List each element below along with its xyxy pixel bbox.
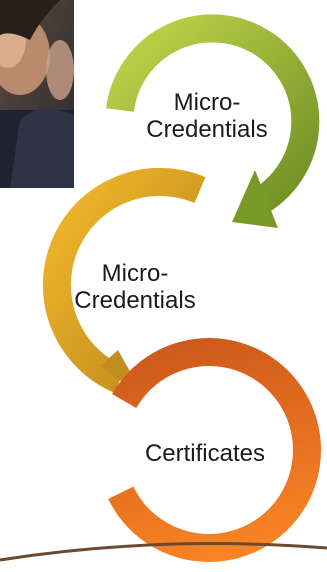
step-1-label: Micro- Credentials	[146, 89, 268, 143]
arrow-head-1	[232, 170, 278, 228]
cycle-ring-1	[106, 14, 320, 228]
decorative-divider	[0, 542, 327, 562]
step-2-label: Micro- Credentials	[74, 260, 196, 314]
cycle-ring-3	[97, 338, 321, 562]
person-photo	[0, 0, 74, 188]
step-3-label: Certificates	[144, 440, 266, 467]
